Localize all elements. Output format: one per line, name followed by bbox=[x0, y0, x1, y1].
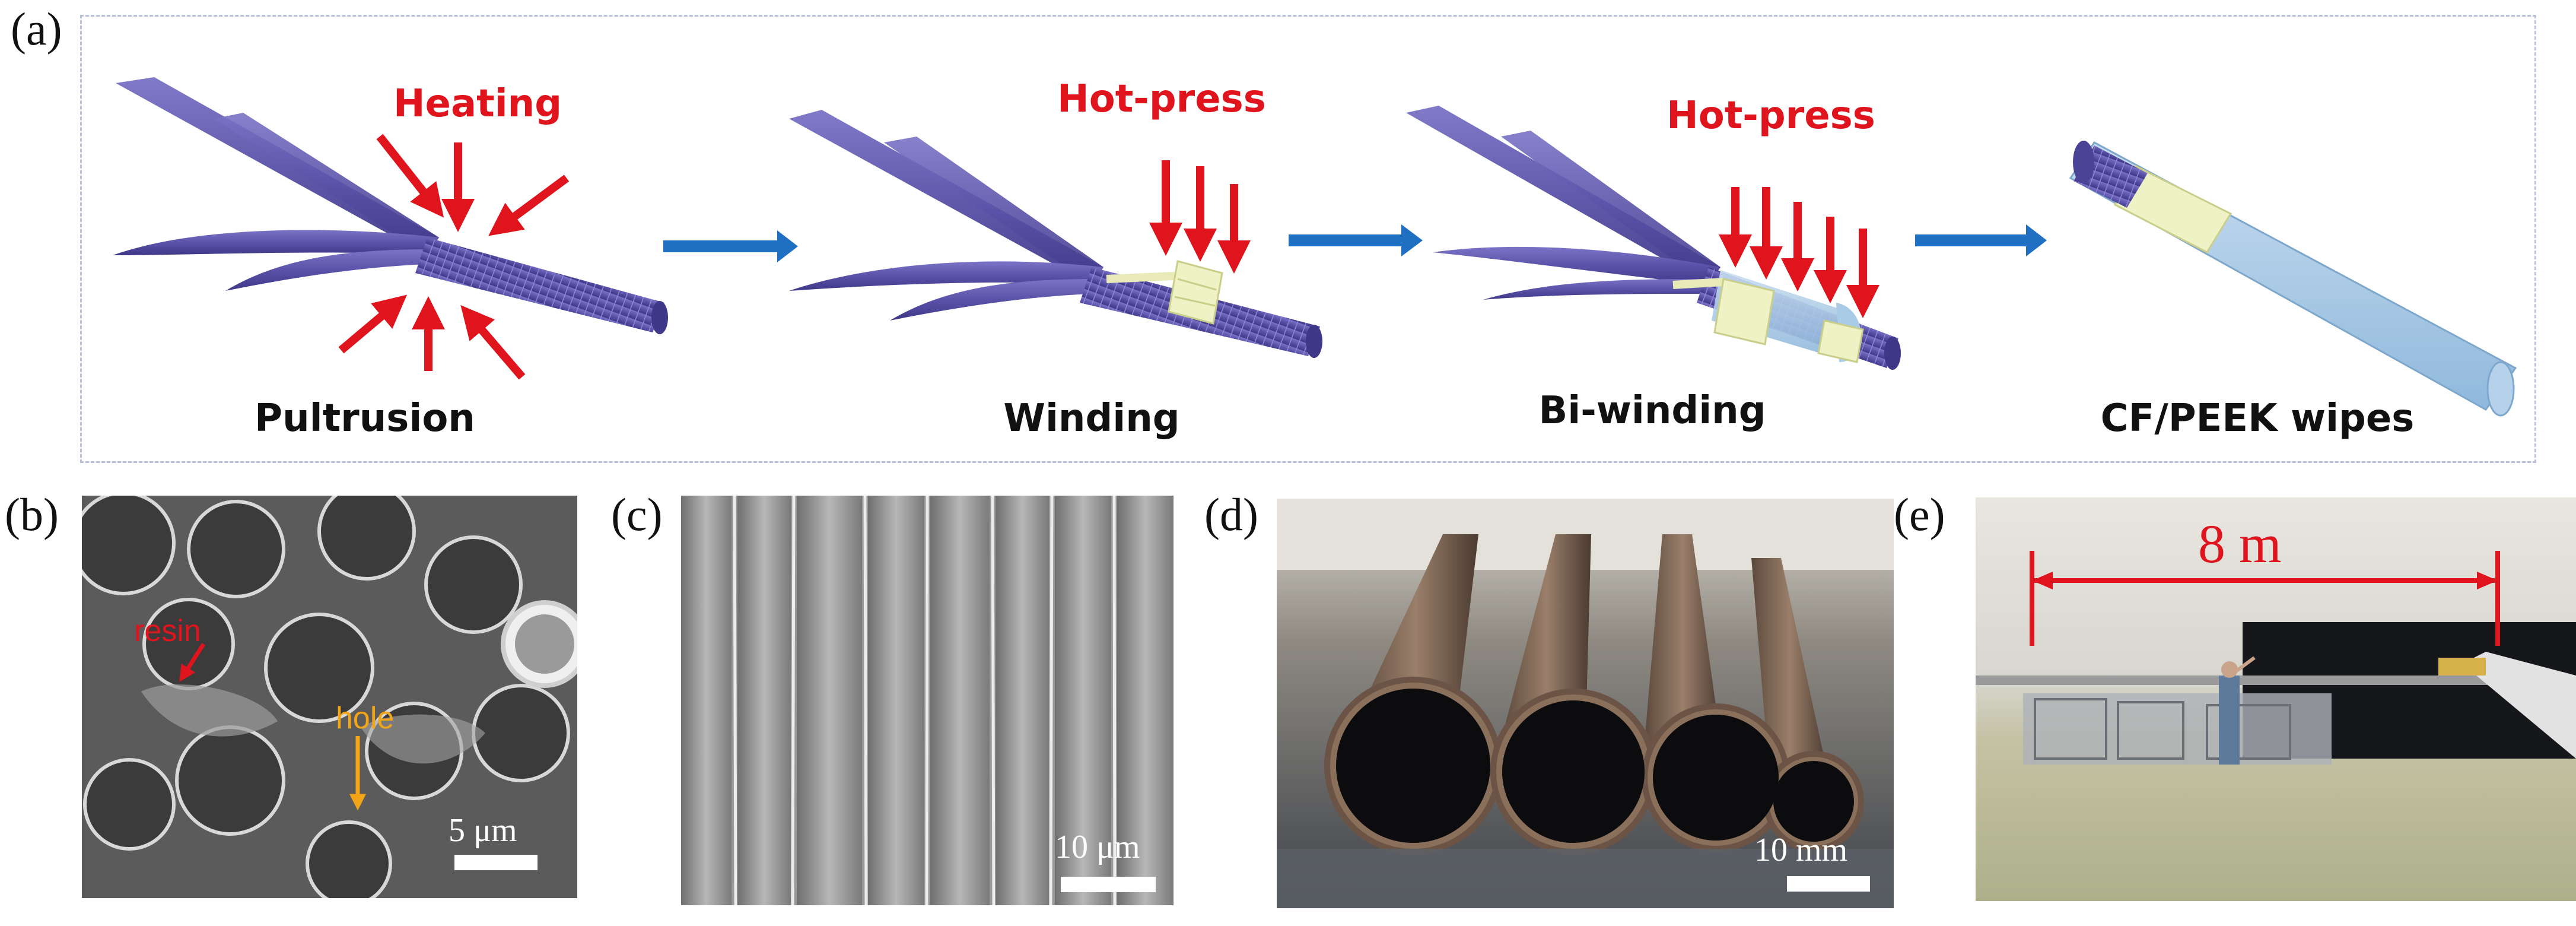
cf-peek-tubes-photo: 10 mm bbox=[1277, 499, 1894, 908]
process-schematic bbox=[113, 77, 2517, 417]
annotation-resin: resin bbox=[134, 614, 201, 648]
sem-cross-section-image: resin hole 5 μm bbox=[82, 496, 577, 898]
panel-label-b: (b) bbox=[5, 489, 59, 540]
flow-arrow-1 bbox=[663, 230, 798, 262]
scale-label-c: 10 μm bbox=[1055, 829, 1140, 865]
scale-label-d: 10 mm bbox=[1754, 832, 1848, 868]
scale-bar-d bbox=[1787, 876, 1870, 892]
stage-label-cf-peek-wipes: CF/PEEK wipes bbox=[2100, 397, 2415, 440]
flow-arrow-3 bbox=[1915, 224, 2047, 256]
stage-label-winding: Winding bbox=[1003, 397, 1180, 440]
bi-winding-diagram bbox=[1406, 106, 1901, 370]
panel-label-e: (e) bbox=[1894, 489, 1945, 540]
winding-diagram bbox=[789, 110, 1322, 358]
dimension-label-8m: 8 m bbox=[2198, 513, 2282, 574]
process-label-heating: Heating bbox=[393, 82, 562, 126]
panel-label-c: (c) bbox=[611, 489, 663, 540]
process-label-hot-press-1: Hot-press bbox=[1057, 77, 1266, 121]
pultrusion-diagram bbox=[113, 77, 668, 380]
production-line-photo: 8 m bbox=[1976, 497, 2576, 901]
stage-label-bi-winding: Bi-winding bbox=[1538, 389, 1766, 433]
cf-peek-tube-diagram bbox=[2069, 141, 2517, 417]
stage-label-pultrusion: Pultrusion bbox=[255, 397, 475, 440]
panel-label-a: (a) bbox=[11, 3, 62, 55]
process-label-hot-press-2: Hot-press bbox=[1667, 94, 1875, 138]
panel-label-d: (d) bbox=[1204, 489, 1258, 540]
scale-label-b: 5 μm bbox=[449, 812, 517, 849]
sem-fiber-surface-image: 10 μm bbox=[681, 496, 1173, 905]
schematic-frame bbox=[80, 15, 2536, 463]
annotation-hole: hole bbox=[336, 701, 395, 735]
flow-arrow-2 bbox=[1289, 224, 1423, 256]
scale-bar-b bbox=[454, 855, 538, 870]
scale-bar-c bbox=[1061, 877, 1156, 892]
